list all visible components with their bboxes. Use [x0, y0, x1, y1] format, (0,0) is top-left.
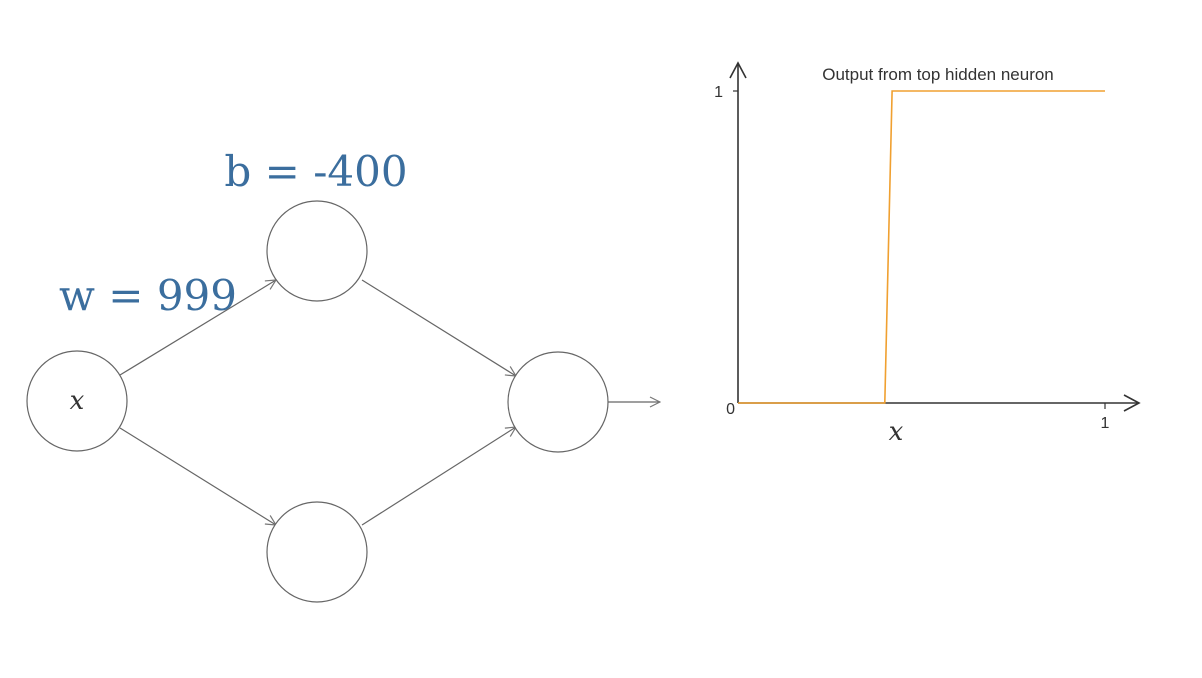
top-hidden-neuron	[266, 200, 368, 302]
bottom-hidden-neuron	[266, 501, 368, 603]
input-neuron-label: x	[70, 386, 85, 416]
x-axis-label: x	[889, 417, 904, 447]
bias-label: b = -400	[224, 147, 407, 196]
weight-label: w = 999	[59, 271, 237, 320]
neural-network-diagram: x b = -400 w = 999	[26, 147, 660, 603]
edge-input-to-bottom-hidden	[119, 427, 276, 525]
step-output-chart: 1 0 1 x Output from top hidden neuron	[714, 61, 1141, 447]
edge-top-hidden-to-output	[361, 279, 516, 376]
output-neuron	[507, 351, 609, 453]
x-tick-label-1: 1	[1101, 415, 1110, 432]
input-neuron	[26, 350, 128, 452]
chart-title: Output from top hidden neuron	[822, 65, 1054, 84]
series-line	[738, 90, 1105, 404]
edge-bottom-hidden-to-output	[361, 427, 516, 526]
y-tick-label-1: 1	[714, 84, 723, 101]
y-tick-label-0: 0	[726, 401, 735, 418]
edge-input-to-top-hidden	[119, 280, 276, 376]
